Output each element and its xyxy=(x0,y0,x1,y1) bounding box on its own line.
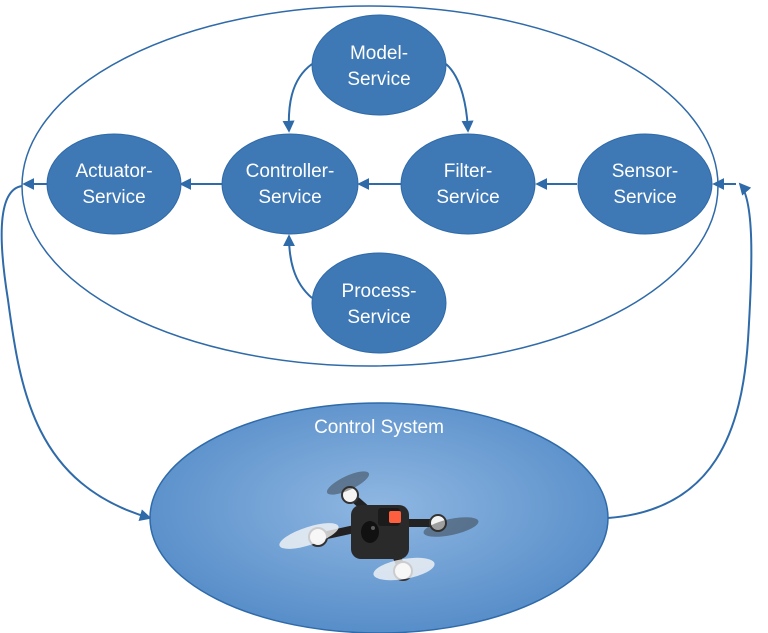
node-process-label-line2: Service xyxy=(347,307,410,328)
drone-photo xyxy=(279,471,479,581)
node-filter-shape xyxy=(400,133,536,235)
drone-motor-rear-left xyxy=(341,486,359,504)
node-sensor-shape xyxy=(577,133,713,235)
node-controller-label-line2: Service xyxy=(258,187,321,208)
drone-prop-rear-left xyxy=(326,471,370,495)
node-process-label-line1: Process- xyxy=(342,281,417,302)
drone-prop-front-right xyxy=(373,557,435,581)
node-sensor-label-line2: Service xyxy=(613,187,676,208)
node-model-label-line1: Model- xyxy=(350,43,408,64)
edge-boundary-to-control-system xyxy=(0,185,152,521)
node-actuator-label-line2: Service xyxy=(82,187,145,208)
node-model-service: Model- Service xyxy=(311,14,447,116)
control-system: Control System xyxy=(149,402,609,633)
drone-prop-front-left xyxy=(279,523,339,549)
node-filter-label-line1: Filter- xyxy=(444,161,493,182)
node-controller-service: Controller- Service xyxy=(221,133,359,235)
edge-process-to-controller xyxy=(283,234,313,299)
node-controller-shape xyxy=(221,133,359,235)
drone-lens-highlight xyxy=(371,526,375,530)
drone-propellers xyxy=(279,471,479,581)
edge-model-to-controller xyxy=(282,63,313,133)
node-actuator-service: Actuator- Service xyxy=(46,133,182,235)
node-sensor-service: Sensor- Service xyxy=(577,133,713,235)
edge-model-to-filter xyxy=(445,63,474,133)
edge-control-system-to-boundary xyxy=(607,182,753,519)
node-actuator-shape xyxy=(46,133,182,235)
node-process-shape xyxy=(311,252,447,354)
node-sensor-label-line1: Sensor- xyxy=(612,161,679,182)
node-controller-label-line1: Controller- xyxy=(246,161,335,182)
drone-prop-rear-right xyxy=(423,517,479,537)
drone-motor-rear-right xyxy=(429,514,447,532)
node-filter-service: Filter- Service xyxy=(400,133,536,235)
control-system-title: Control System xyxy=(314,417,444,438)
drone-accent xyxy=(389,511,401,523)
node-process-service: Process- Service xyxy=(311,252,447,354)
node-actuator-label-line1: Actuator- xyxy=(75,161,152,182)
node-model-label-line2: Service xyxy=(347,69,410,90)
node-filter-label-line2: Service xyxy=(436,187,499,208)
drone-lens xyxy=(361,521,379,543)
node-model-shape xyxy=(311,14,447,116)
